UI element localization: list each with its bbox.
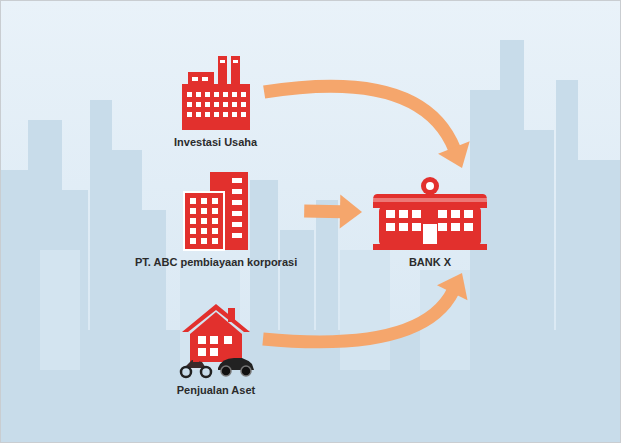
factory-icon bbox=[178, 52, 254, 132]
office-icon bbox=[180, 170, 252, 252]
icon-node: Investasi Usaha bbox=[171, 52, 260, 149]
asset-icon bbox=[176, 298, 256, 380]
icon-node: Penjualan Aset bbox=[173, 298, 259, 397]
node-label: BANK X bbox=[409, 256, 451, 269]
flow-arrow bbox=[263, 273, 468, 342]
icon-node: BANK X bbox=[366, 172, 494, 269]
flow-arrow bbox=[304, 195, 362, 229]
node-label: PT. ABC pembiayaan korporasi bbox=[135, 256, 297, 269]
icon-node: PT. ABC pembiayaan korporasi bbox=[132, 170, 300, 269]
flow-arrow bbox=[264, 86, 470, 168]
node-label: Investasi Usaha bbox=[174, 136, 257, 149]
bank-icon bbox=[369, 172, 491, 252]
node-label: Penjualan Aset bbox=[177, 384, 255, 397]
